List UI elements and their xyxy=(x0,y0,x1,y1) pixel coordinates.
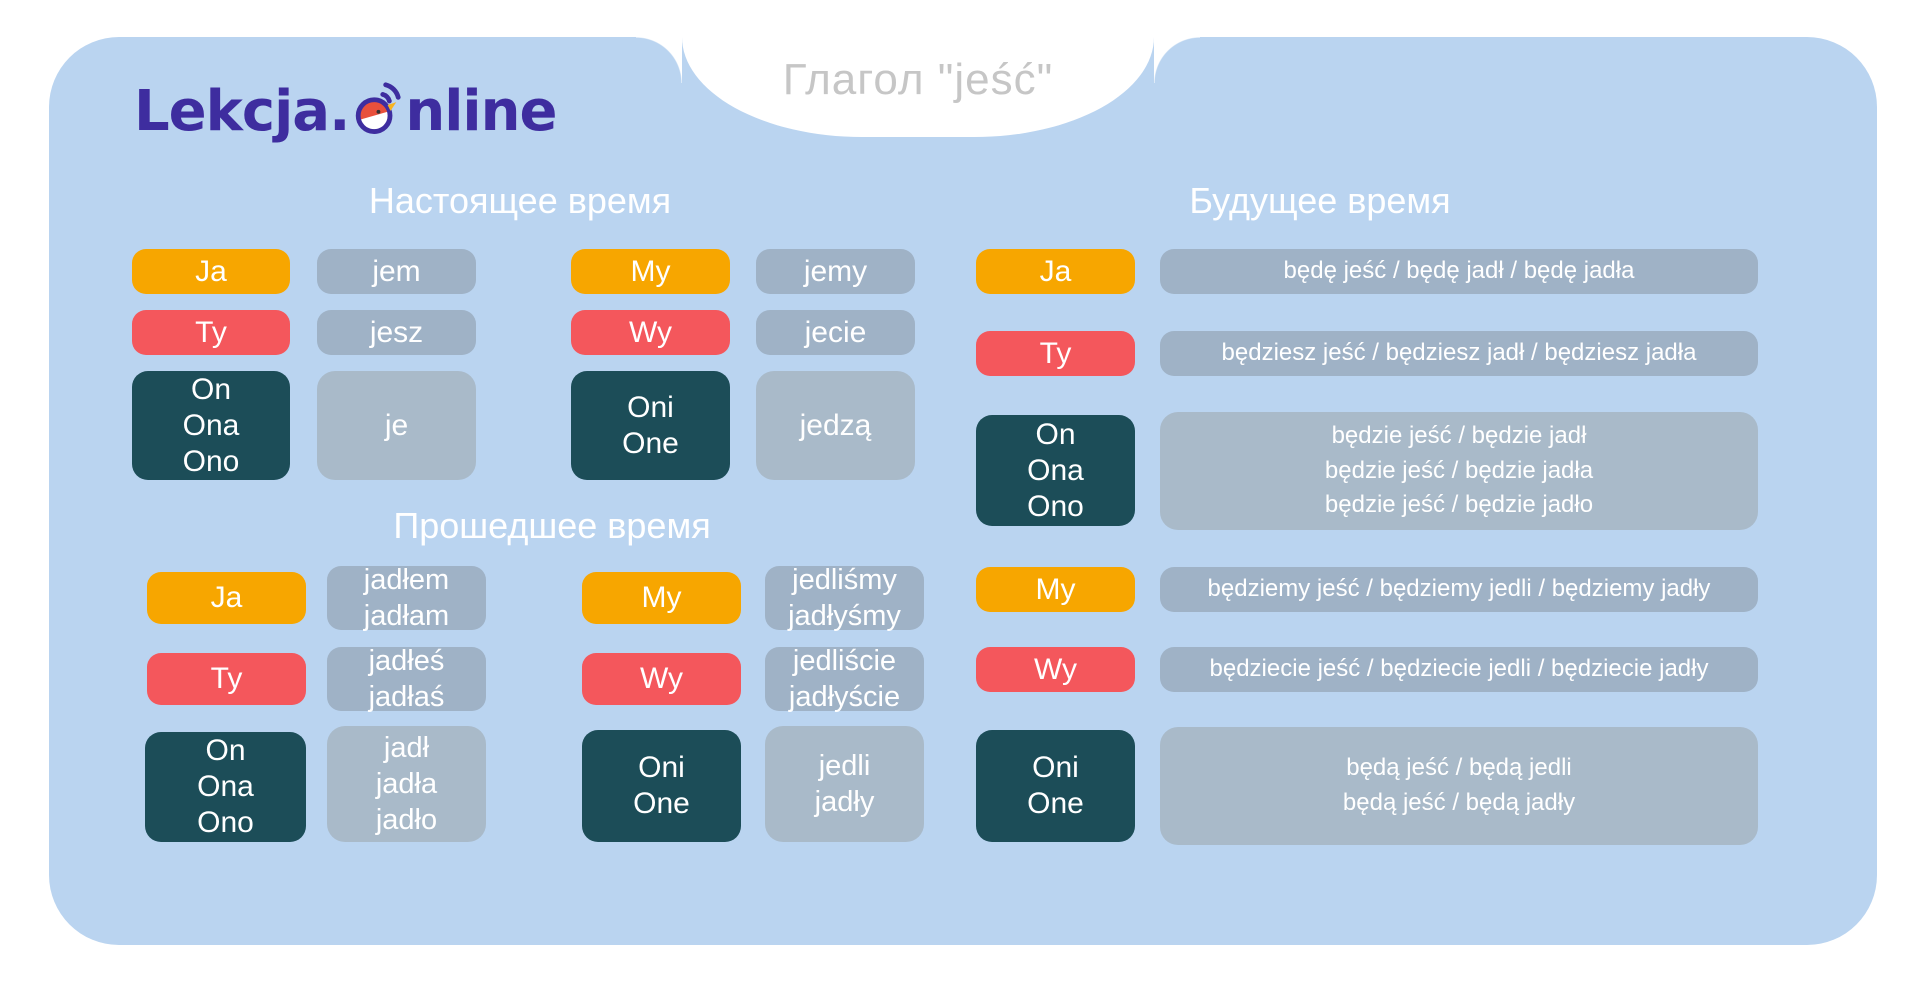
future-pronoun-on-ona-ono-pill: On Ona Ono xyxy=(976,415,1135,526)
logo-text-part1: Lekcja. xyxy=(134,78,350,144)
present-verb-jemy-box: jemy xyxy=(756,249,915,294)
future-verb-bedzie-box: będzie jeść / będzie jadł będzie jeść / … xyxy=(1160,412,1758,530)
present-tense-heading: Настоящее время xyxy=(368,180,672,221)
future-verb-bedziemy-box: będziemy jeść / będziemy jedli / będziem… xyxy=(1160,567,1758,612)
future-pronoun-my-pill: My xyxy=(976,567,1135,612)
present-pronoun-on-ona-ono-pill: On Ona Ono xyxy=(132,371,290,480)
past-verb-jedli-box: jedli jadły xyxy=(765,726,924,842)
past-verb-jadlem-box: jadłem jadłam xyxy=(327,564,486,632)
future-verb-bedziecie-box: będziecie jeść / będziecie jedli / będzi… xyxy=(1160,647,1758,692)
present-pronoun-my-pill: My xyxy=(571,249,730,294)
notch-fillet-right xyxy=(1154,37,1200,83)
logo-text-part2: nline xyxy=(405,78,557,144)
present-verb-je-box: je xyxy=(317,371,476,480)
future-tense-heading: Будущее время xyxy=(1189,180,1451,221)
present-pronoun-ja-pill: Ja xyxy=(132,249,290,294)
past-pronoun-ja-pill: Ja xyxy=(147,572,306,624)
logo-chick-icon xyxy=(350,76,404,150)
past-verb-jadles-box: jadłeś jadłaś xyxy=(327,645,486,713)
past-pronoun-ty-pill: Ty xyxy=(147,653,306,705)
future-verb-bedziesz-box: będziesz jeść / będziesz jadł / będziesz… xyxy=(1160,331,1758,376)
past-tense-heading: Прошедшее время xyxy=(393,505,711,546)
future-pronoun-ty-pill: Ty xyxy=(976,331,1135,376)
present-pronoun-oni-one-pill: Oni One xyxy=(571,371,730,480)
past-verb-jedliscie-box: jedliście jadłyście xyxy=(765,645,924,713)
present-verb-jecie-box: jecie xyxy=(756,310,915,355)
past-pronoun-my-pill: My xyxy=(582,572,741,624)
present-verb-jedza-box: jedzą xyxy=(756,371,915,480)
notch-fillet-left xyxy=(636,37,682,83)
past-verb-jadl-box: jadł jadła jadło xyxy=(327,726,486,842)
past-pronoun-wy-pill: Wy xyxy=(582,653,741,705)
future-pronoun-ja-pill: Ja xyxy=(976,249,1135,294)
future-verb-bede-box: będę jeść / będę jadł / będę jadła xyxy=(1160,249,1758,294)
future-verb-beda-box: będą jeść / będą jedli będą jeść / będą … xyxy=(1160,727,1758,845)
past-pronoun-oni-one-pill: Oni One xyxy=(582,730,741,842)
present-verb-jem-box: jem xyxy=(317,249,476,294)
page-title: Глагол "jeść" xyxy=(782,55,1054,104)
present-pronoun-ty-pill: Ty xyxy=(132,310,290,355)
past-verb-jedlismy-box: jedliśmy jadłyśmy xyxy=(765,564,924,632)
logo: Lekcja. nline xyxy=(134,74,557,150)
present-verb-jesz-box: jesz xyxy=(317,310,476,355)
past-pronoun-on-ona-ono-pill: On Ona Ono xyxy=(145,732,306,842)
future-pronoun-wy-pill: Wy xyxy=(976,647,1135,692)
present-pronoun-wy-pill: Wy xyxy=(571,310,730,355)
future-pronoun-oni-one-pill: Oni One xyxy=(976,730,1135,842)
